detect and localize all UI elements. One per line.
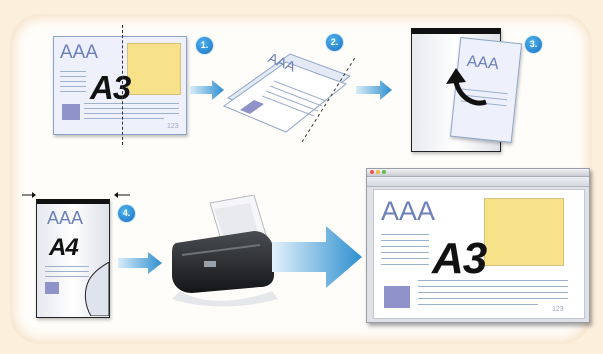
arrow-icon (272, 226, 362, 288)
step1-a3-page: AAA A3 123 (53, 25, 187, 145)
result-heading: AAA (381, 196, 436, 226)
step4-photo (45, 282, 59, 294)
window-minimize-icon (376, 170, 380, 174)
step1-big-label: A3 (90, 69, 131, 106)
result-page: AAA A3 123 (373, 189, 585, 319)
step4-heading: AAA (47, 208, 84, 228)
step4-carrier-sheet: AAA A4 (36, 199, 110, 318)
window-zoom-icon (382, 170, 386, 174)
window-close-icon (370, 170, 374, 174)
step1-page-number: 123 (167, 123, 179, 130)
width-marker-icon (22, 192, 130, 198)
step1-badge: 1. (196, 37, 213, 54)
step1-yellow-block (127, 43, 181, 95)
result-photo (384, 286, 410, 308)
curved-arrow-icon (446, 68, 487, 106)
window-toolbar (367, 177, 589, 187)
scanner-icon (172, 195, 278, 307)
step3-badge: 3. (525, 36, 542, 53)
step2-folded-page (222, 53, 357, 143)
arrow-icon (190, 80, 224, 100)
step1-heading: AAA (60, 42, 99, 63)
step4-big-label: A4 (49, 234, 79, 261)
result-yellow-block (484, 198, 564, 266)
result-big-label: A3 (432, 234, 487, 283)
step4-badge: 4. (118, 205, 135, 222)
arrow-icon (356, 80, 392, 100)
window-titlebar (367, 169, 589, 177)
step1-fold-line (122, 25, 123, 145)
result-window: AAA A3 123 (366, 168, 590, 323)
page-curl-icon (84, 262, 109, 316)
result-page-number: 123 (552, 306, 564, 313)
step1-photo (62, 104, 80, 120)
arrow-icon (118, 252, 162, 274)
step2-badge: 2. (326, 34, 343, 51)
